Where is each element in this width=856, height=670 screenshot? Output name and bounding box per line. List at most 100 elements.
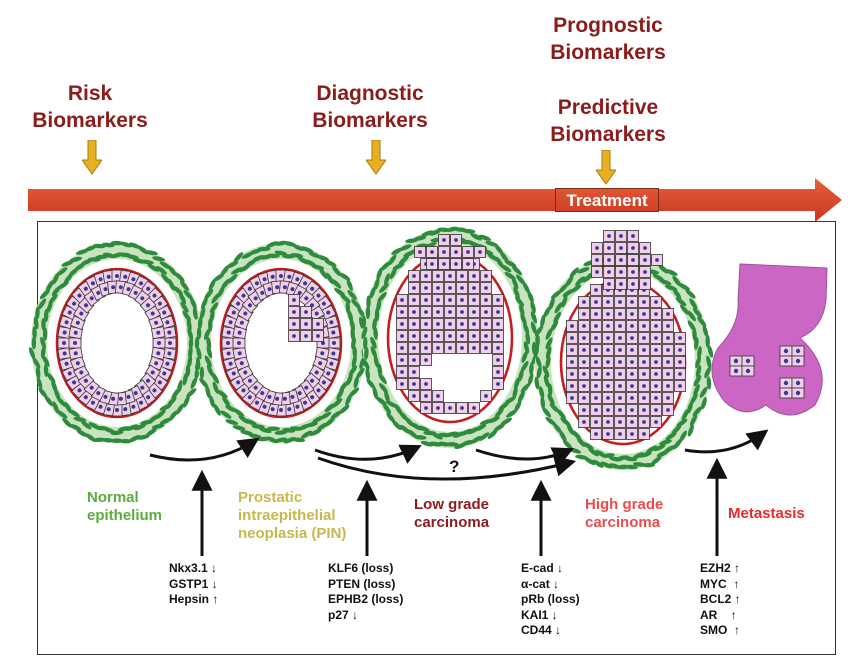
cell-nucleus (304, 322, 308, 326)
stromal-cell (545, 337, 553, 350)
cell-nucleus (733, 368, 739, 374)
cell-nucleus (460, 346, 464, 350)
cell-nucleus (412, 370, 416, 374)
cell-nucleus (442, 238, 446, 242)
marker-item: MYC ↑ (700, 576, 740, 591)
stromal-cell (31, 336, 37, 350)
stromal-cell (592, 459, 604, 468)
marker-item: SMO ↑ (700, 623, 741, 637)
stromal-cell (266, 241, 279, 248)
stromal-cell (399, 424, 411, 434)
stromal-cell (542, 365, 550, 378)
cell-nucleus (424, 346, 428, 350)
stromal-cell (159, 417, 172, 425)
marker-item: KAI1 ↓ (521, 607, 558, 622)
stromal-cell (527, 290, 534, 303)
cell-nucleus (654, 324, 658, 328)
cell-nucleus (582, 324, 586, 328)
label-line: carcinoma (414, 514, 490, 531)
cell-nucleus (606, 324, 610, 328)
cell-nucleus (594, 408, 598, 412)
cell-nucleus (400, 298, 404, 302)
marker-item: PTEN (loss) (328, 576, 396, 591)
progression-arrow (317, 455, 577, 481)
cell-nucleus (606, 396, 610, 400)
epithelial-cell-group (315, 346, 330, 360)
cell-nucleus (496, 298, 500, 302)
cell-nucleus (460, 406, 464, 410)
marker-item: AR ↑ (700, 607, 737, 622)
stromal-cell (377, 363, 383, 377)
cell-nucleus (594, 432, 598, 436)
stromal-cell (159, 404, 172, 411)
cell-nucleus (607, 270, 611, 274)
stromal-cell (675, 297, 687, 307)
stromal-cell (702, 324, 709, 338)
cell-nucleus (606, 432, 610, 436)
stromal-cell (220, 410, 232, 419)
cell-nucleus (436, 334, 440, 338)
cell-nucleus (436, 346, 440, 350)
stromal-cell (203, 327, 211, 340)
cell-nucleus (424, 310, 428, 314)
cell-nucleus (424, 298, 428, 302)
stromal-cell (421, 230, 434, 237)
cell-nucleus (111, 396, 116, 401)
cell-nucleus (295, 404, 300, 409)
cell-nucleus (630, 408, 634, 412)
stromal-cell (166, 396, 177, 407)
stromal-cell (348, 365, 358, 377)
cell-nucleus (618, 408, 622, 412)
cell-nucleus (310, 378, 315, 383)
cell-nucleus (442, 262, 446, 266)
epithelial-cell-group (57, 347, 72, 360)
cell-nucleus (412, 274, 416, 278)
cell-nucleus (582, 420, 586, 424)
cell-nucleus (287, 407, 292, 412)
stromal-cell (379, 383, 388, 394)
cell-nucleus (618, 348, 622, 352)
stromal-cell (196, 346, 202, 360)
stromal-cell (694, 337, 699, 350)
cell-nucleus (287, 274, 292, 279)
stromal-cell (361, 326, 368, 339)
cell-nucleus (303, 281, 308, 286)
stromal-cell (209, 395, 215, 408)
cell-nucleus (619, 246, 623, 250)
stromal-cell (206, 336, 212, 350)
stromal-cell (178, 292, 187, 305)
cell-nucleus (630, 420, 634, 424)
stromal-cell (689, 298, 698, 310)
stromal-cell (671, 424, 682, 435)
cell-nucleus (618, 384, 622, 388)
epithelial-cell-group (152, 337, 166, 349)
cell-nucleus (666, 312, 670, 316)
stromal-cell (520, 382, 531, 393)
stromal-cell (199, 366, 205, 380)
stromal-cell (110, 240, 124, 246)
stromal-cell (231, 267, 243, 275)
stromal-cell (205, 385, 211, 399)
cell-nucleus (400, 358, 404, 362)
cell-nucleus (666, 348, 670, 352)
stromal-cell (213, 403, 221, 416)
stromal-cell (43, 363, 49, 377)
cell-nucleus (156, 330, 161, 335)
cell-nucleus (123, 274, 128, 279)
cell-nucleus (73, 330, 78, 335)
cell-nucleus (400, 322, 404, 326)
stromal-cell (525, 331, 531, 345)
cell-nucleus (484, 346, 488, 350)
cell-nucleus (582, 384, 586, 388)
epithelial-cell-group (151, 326, 166, 340)
stromal-cell (209, 302, 219, 313)
label-line: Normal (87, 489, 139, 506)
stromal-cell (56, 267, 68, 276)
cell-nucleus (654, 420, 658, 424)
stromal-cell (326, 272, 334, 285)
stromal-cell (225, 405, 238, 413)
cell-nucleus (412, 394, 416, 398)
cell-nucleus (484, 322, 488, 326)
stromal-cell (69, 256, 83, 263)
cell-nucleus (331, 330, 336, 335)
